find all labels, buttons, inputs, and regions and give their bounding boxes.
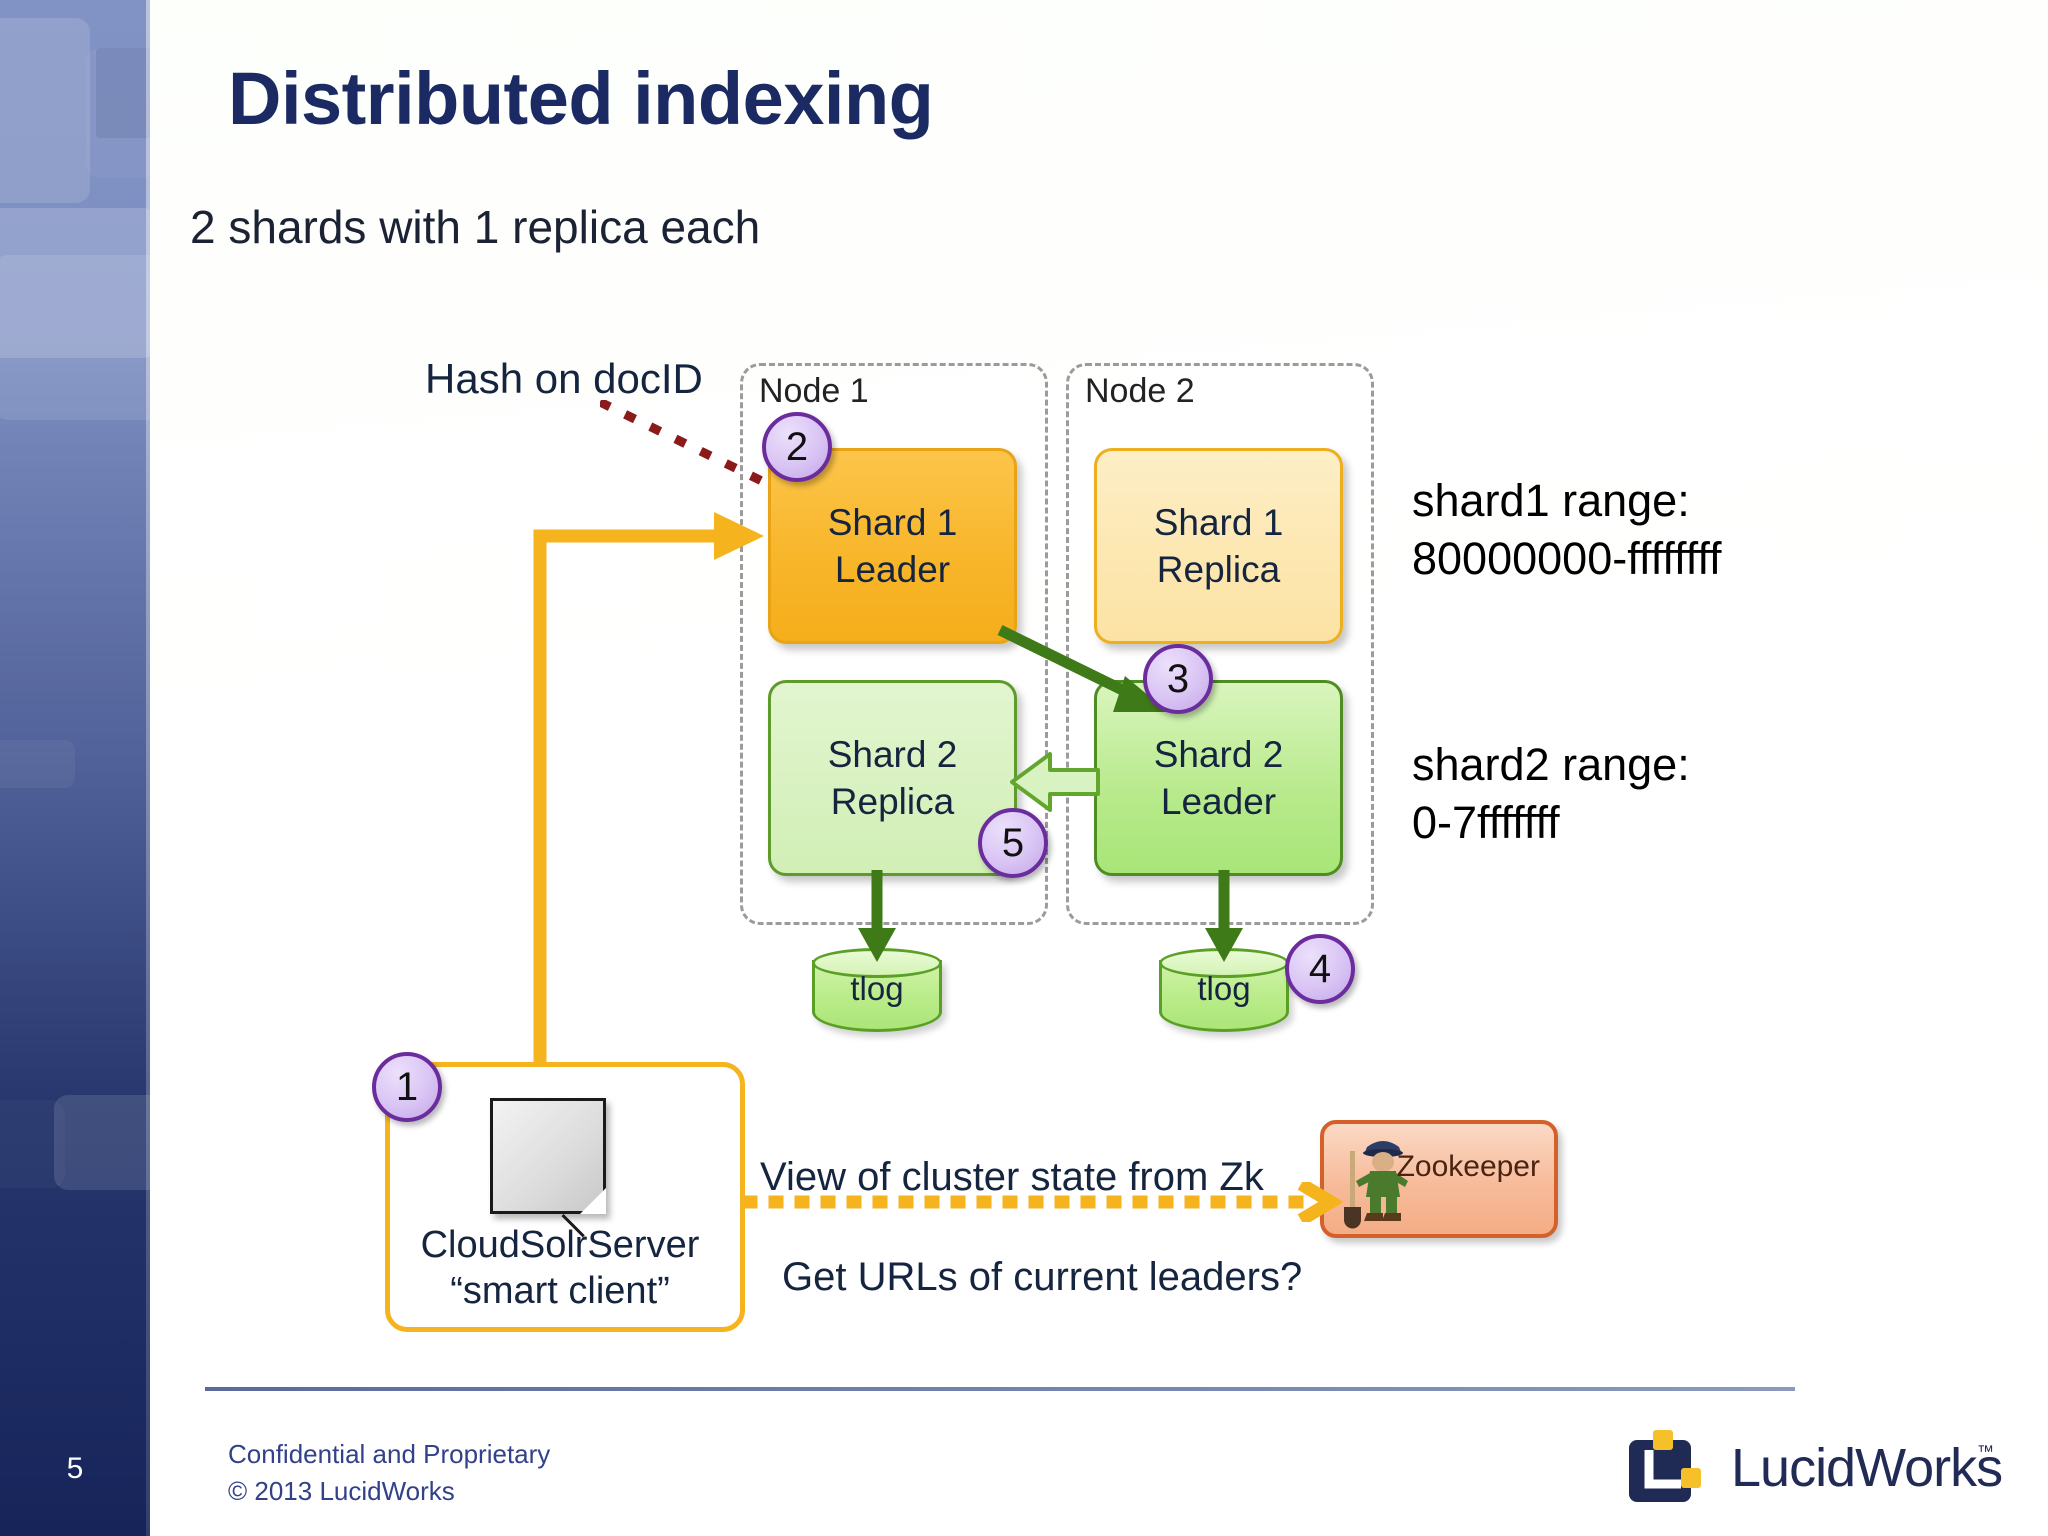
sidebar-decoration (0, 0, 150, 1536)
shard-box-shard2-replica[interactable]: Shard 2 Replica (768, 680, 1017, 876)
step-badge-4: 4 (1285, 934, 1355, 1004)
hash-dotted-connector-icon (600, 400, 775, 491)
shard-box-line2: Replica (1156, 549, 1281, 590)
shard-box-line2: Replica (830, 781, 955, 822)
sidebar-shape-8 (0, 1100, 65, 1188)
zk-dotted-arrow-icon (745, 1182, 1344, 1222)
shard1-range-label: shard1 range: 80000000-ffffffff (1412, 475, 1722, 584)
zookeeper-label: Zookeeper (1396, 1150, 1540, 1183)
zk-get-urls-label: Get URLs of current leaders? (782, 1255, 1303, 1299)
node-label-2: Node 2 (1085, 372, 1195, 410)
shard-box-line1: Shard 2 (827, 733, 958, 775)
page-number: 5 (66, 1452, 84, 1485)
page-subtitle: 2 shards with 1 replica each (190, 201, 761, 253)
shard-box-shard1-replica[interactable]: Shard 1 Replica (1094, 448, 1343, 644)
sidebar-shape-4 (0, 208, 150, 358)
footer-text: Confidential and Proprietary © 2013 Luci… (228, 1439, 551, 1506)
tlog-cylinder-2[interactable]: tlog (1159, 948, 1289, 1036)
shard-box-line1: Shard 1 (1153, 501, 1284, 543)
sidebar-shape-1 (0, 18, 90, 203)
page-title: Distributed indexing (228, 57, 934, 140)
tlog-cylinder-1[interactable]: tlog (812, 948, 942, 1036)
zookeeper-person-icon (1344, 1141, 1408, 1229)
step-badge-3: 3 (1143, 644, 1213, 714)
shard-box-line1: Shard 2 (1153, 733, 1284, 775)
sidebar-shape-5 (0, 255, 150, 420)
cloudsolrserver-client-box[interactable] (385, 1062, 745, 1332)
sidebar-shape-7 (54, 1095, 150, 1190)
lucidworks-trademark: ™ (1977, 1442, 1994, 1461)
shard2-range-label: shard2 range: 0-7fffffff (1412, 739, 1690, 848)
zk-cluster-state-label: View of cluster state from Zk (760, 1155, 1264, 1199)
hash-on-docid-label: Hash on docID (425, 355, 703, 402)
step-badge-2: 2 (762, 412, 832, 482)
shard-box-shard2-leader[interactable]: Shard 2 Leader (1094, 680, 1343, 876)
tlog-label: tlog (850, 970, 904, 1007)
footer-divider (205, 1387, 1795, 1391)
node-label-1: Node 1 (759, 372, 869, 410)
step-badge-5: 5 (978, 808, 1048, 878)
sidebar-shape-3 (96, 48, 150, 138)
sidebar-edge-highlight (146, 0, 150, 1536)
shard-box-shard1-leader[interactable]: Shard 1 Leader (768, 448, 1017, 644)
lucidworks-logo: LucidWorks ™ (1625, 1424, 2025, 1514)
document-fold-icon (580, 1188, 606, 1214)
step-badge-1: 1 (372, 1052, 442, 1122)
tlog-label: tlog (1197, 970, 1251, 1007)
sidebar-shape-2 (86, 48, 150, 178)
zookeeper-badge[interactable]: Zookeeper (1320, 1120, 1558, 1238)
shard-box-line1: Shard 1 (827, 501, 958, 543)
shard-box-line2: Leader (834, 549, 951, 590)
cloudsolrserver-label: CloudSolrServer “smart client” (420, 1224, 700, 1313)
lucidworks-mark-icon (1629, 1430, 1701, 1502)
sidebar-shape-6 (0, 740, 75, 788)
document-icon (490, 1098, 606, 1238)
shard-box-line2: Leader (1160, 781, 1277, 822)
lucidworks-wordmark: LucidWorks (1731, 1438, 2003, 1498)
